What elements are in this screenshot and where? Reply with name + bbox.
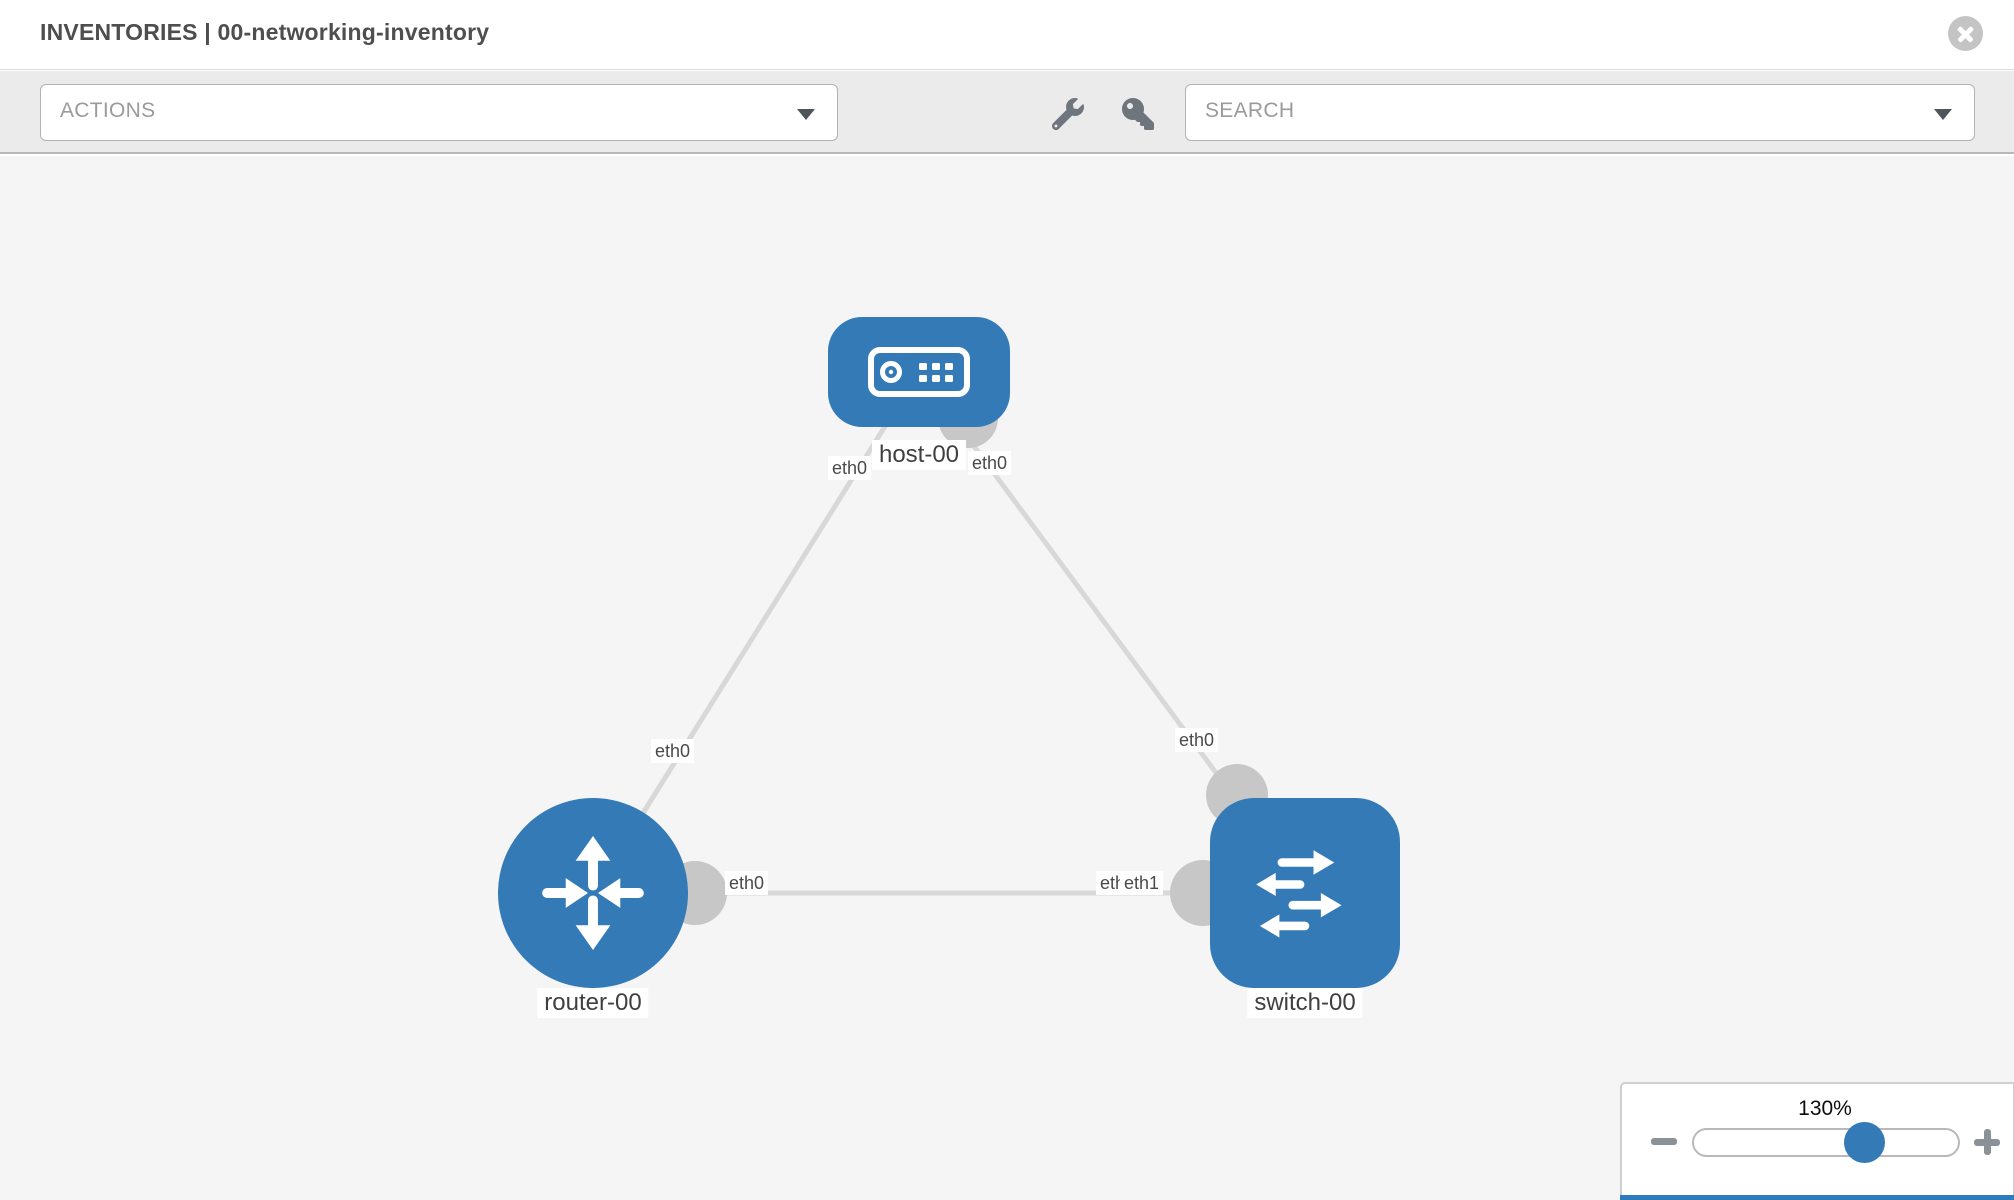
- node-label-switch: switch-00: [1247, 988, 1363, 1018]
- zoom-level-text: 130%: [1798, 1097, 1852, 1120]
- zoom-slider-track[interactable]: [1692, 1128, 1960, 1157]
- search-dropdown[interactable]: SEARCH: [1185, 84, 1975, 141]
- interface-label: eth0: [1175, 728, 1219, 752]
- interface-label: eth0: [725, 871, 769, 895]
- zoom-slider-handle[interactable]: [1844, 1122, 1885, 1163]
- plus-icon: [1983, 1129, 1991, 1155]
- chevron-down-icon: [797, 109, 815, 120]
- router-icon: [542, 835, 644, 951]
- zoom-panel: 130%: [1620, 1082, 2014, 1200]
- chevron-down-icon: [1934, 109, 1952, 120]
- switch-icon: [1256, 850, 1342, 938]
- node-host-00[interactable]: [828, 317, 1010, 427]
- interface-label: eth0: [968, 451, 1012, 475]
- zoom-in-button[interactable]: [1974, 1129, 2000, 1155]
- node-switch-00[interactable]: [1210, 798, 1400, 988]
- interface-label: eth0: [651, 739, 695, 763]
- topology-canvas[interactable]: [0, 156, 2014, 1200]
- zoom-out-button[interactable]: [1651, 1138, 1677, 1145]
- interface-label: eth1: [1120, 871, 1164, 895]
- wrench-icon: [1051, 98, 1084, 131]
- bottom-accent-bar: [1620, 1195, 2014, 1200]
- search-dropdown-label: SEARCH: [1205, 99, 1295, 122]
- key-button[interactable]: [1122, 98, 1154, 130]
- key-icon: [1122, 98, 1154, 130]
- toolbar: ACTIONS SEARCH: [0, 71, 2014, 154]
- close-button[interactable]: [1948, 16, 1983, 51]
- page-title: INVENTORIES | 00-networking-inventory: [40, 19, 490, 45]
- node-router-00[interactable]: [498, 798, 688, 988]
- header-bar: INVENTORIES | 00-networking-inventory: [0, 0, 2014, 70]
- interface-label: eth0: [828, 456, 872, 480]
- wrench-button[interactable]: [1051, 98, 1084, 131]
- actions-dropdown-label: ACTIONS: [60, 99, 156, 122]
- host-icon: [868, 347, 970, 397]
- node-label-host: host-00: [871, 440, 967, 470]
- actions-dropdown[interactable]: ACTIONS: [40, 84, 838, 141]
- node-label-router: router-00: [537, 988, 649, 1018]
